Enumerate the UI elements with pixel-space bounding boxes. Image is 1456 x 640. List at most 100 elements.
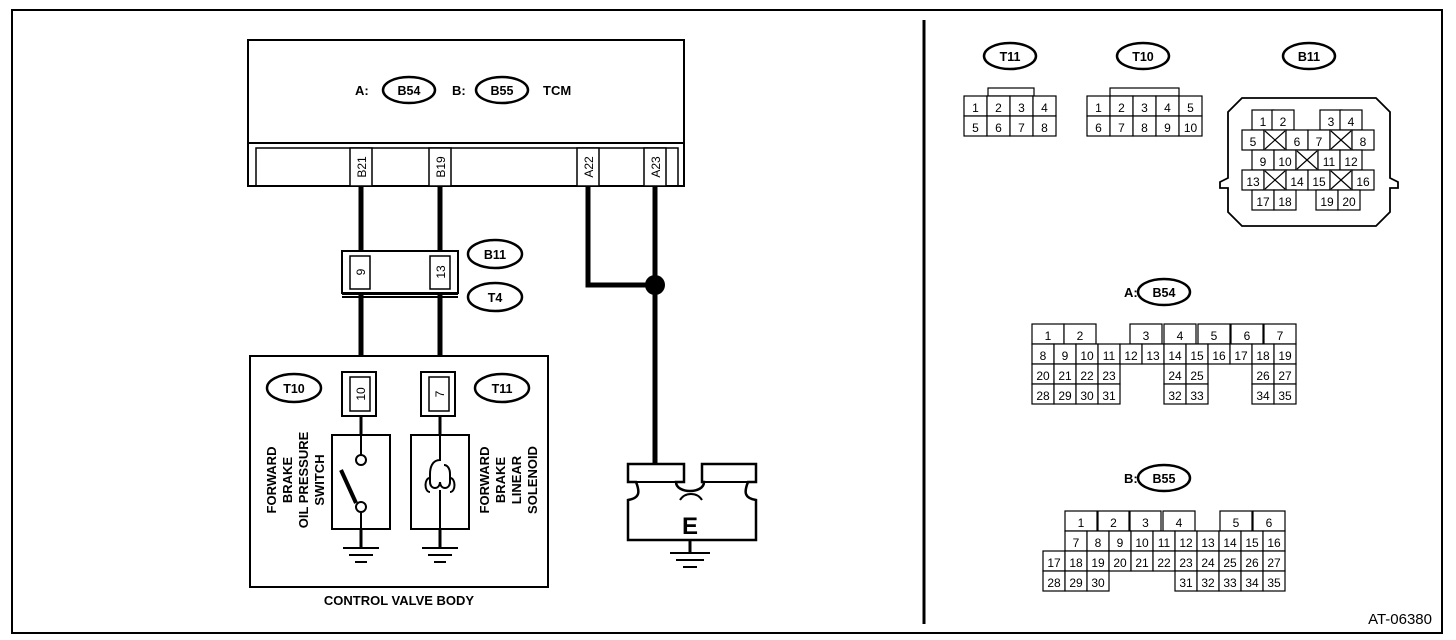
b54-pin-31-label: 31: [1102, 389, 1116, 403]
t10-pin-8-label: 8: [1141, 121, 1148, 135]
b55-pin-35-label: 35: [1267, 576, 1281, 590]
b54-pin-33-label: 33: [1190, 389, 1204, 403]
b55-pin-29-label: 29: [1069, 576, 1083, 590]
b54-pin-23-label: 23: [1102, 369, 1116, 383]
ground-e: E: [626, 462, 758, 568]
t10-pin-10: [1178, 115, 1203, 137]
b11-pin-18-label: 18: [1278, 195, 1292, 209]
t10-view-code: T10: [1132, 50, 1154, 64]
inline-code-b11: B11: [484, 248, 506, 262]
t11-pin-2-label: 2: [995, 101, 1002, 115]
b54-pin-14-label: 14: [1168, 349, 1182, 363]
b54-pin-6-label: 6: [1244, 329, 1251, 343]
b54-view-oval: [1136, 277, 1192, 307]
control-valve-body: T10 T11 10 7: [249, 355, 549, 588]
tcm-conn-a-prefix: A:: [355, 83, 369, 98]
outer-frame: [11, 9, 1443, 634]
b55-pin-33-label: 33: [1223, 576, 1237, 590]
b54-pin-15-label: 15: [1190, 349, 1204, 363]
b54-pin-34-label: 34: [1256, 389, 1270, 403]
solenoid-label-line-3: LINEAR: [509, 455, 524, 504]
b54-pin-9-label: 9: [1062, 349, 1069, 363]
b11-pin-7-label: 7: [1316, 135, 1323, 149]
b55-pin-27-label: 27: [1267, 556, 1281, 570]
b54-pin-4-label: 4: [1177, 329, 1184, 343]
tcm-conn-b-prefix: B:: [452, 83, 466, 98]
b11-pin-11-label: 11: [1323, 155, 1336, 169]
b55-view-oval: [1136, 463, 1192, 493]
b11-pin-20: [1337, 189, 1361, 211]
b55-pin-12-label: 12: [1179, 536, 1193, 550]
b55-pin-9-label: 9: [1117, 536, 1124, 550]
switch-label-line-3: OIL PRESSURE: [296, 431, 311, 528]
b11-pin-19-label: 19: [1320, 195, 1334, 209]
b11-pin-15-label: 15: [1312, 175, 1326, 189]
b54-pin-17-label: 17: [1234, 349, 1248, 363]
cvb-code-t10: T10: [283, 382, 305, 396]
b54-pin-31: [1097, 383, 1121, 405]
b55-pin-25-label: 25: [1223, 556, 1237, 570]
cvb-code-t10-oval: [265, 372, 323, 404]
splice-point: [645, 275, 665, 295]
b11-pin-2-label: 2: [1280, 115, 1287, 129]
cvb-code-t11-oval: [473, 372, 531, 404]
b54-pin-24-label: 24: [1168, 369, 1182, 383]
b55-pin-15-label: 15: [1245, 536, 1259, 550]
b54-pin-11-label: 11: [1103, 349, 1116, 363]
b54-pin-8-label: 8: [1040, 349, 1047, 363]
b55-pin-22-label: 22: [1157, 556, 1171, 570]
b55-pin-26-label: 26: [1245, 556, 1259, 570]
inline-connector: 9 13 B11 T4: [341, 238, 524, 313]
tcm-conn-a-code: B54: [398, 84, 421, 98]
b55-pin-31-label: 31: [1179, 576, 1193, 590]
inline-pin-9: 9: [354, 268, 368, 275]
b54-pin-25-label: 25: [1190, 369, 1204, 383]
t10-pin-7-label: 7: [1118, 121, 1125, 135]
b11-pin-8: [1351, 129, 1375, 151]
b54-pin-28-label: 28: [1036, 389, 1050, 403]
t10-pin-5-label: 5: [1187, 101, 1194, 115]
b54-pin-10-label: 10: [1080, 349, 1094, 363]
b55-pin-4-label: 4: [1176, 516, 1183, 530]
t11-pin-4-label: 4: [1041, 101, 1048, 115]
b55-pin-30-label: 30: [1091, 576, 1105, 590]
b54-pin-5-label: 5: [1211, 329, 1218, 343]
switch-label-line-2: BRAKE: [280, 457, 295, 504]
solenoid-ground-icon: [422, 547, 458, 563]
t11-pin-7-label: 7: [1018, 121, 1025, 135]
t10-pin-1-label: 1: [1095, 101, 1102, 115]
b54-pin-12-label: 12: [1124, 349, 1138, 363]
b54-pin-30-label: 30: [1080, 389, 1094, 403]
b55-pin-18-label: 18: [1069, 556, 1083, 570]
b54-pin-21-label: 21: [1058, 369, 1072, 383]
b11-pin-8-label: 8: [1360, 135, 1367, 149]
b55-pin-35: [1262, 570, 1286, 592]
b55-pin-2-label: 2: [1110, 516, 1117, 530]
b55-pin-10-label: 10: [1135, 536, 1149, 550]
b55-pin-21-label: 21: [1135, 556, 1149, 570]
t10-pin-9-label: 9: [1164, 121, 1171, 135]
b54-pin-13-label: 13: [1146, 349, 1160, 363]
tcm-conn-b-code: B55: [491, 84, 514, 98]
b11-pin-blank-1-4-blank-icon-2: [1330, 130, 1352, 150]
b11-pin-13-label: 13: [1246, 175, 1260, 189]
t10-view-oval: [1115, 41, 1171, 71]
b11-pin-6-label: 6: [1294, 135, 1301, 149]
b11-pin-14-label: 14: [1290, 175, 1304, 189]
switch-label-line-1: FORWARD: [264, 447, 279, 514]
switch-label-line-4: SWITCH: [312, 454, 327, 505]
control-valve-body-label: CONTROL VALVE BODY: [324, 593, 475, 608]
b11-pin-16-label: 16: [1356, 175, 1370, 189]
b55-pin-16-label: 16: [1267, 536, 1281, 550]
b54-pin-20-label: 20: [1036, 369, 1050, 383]
b11-pin-16: [1351, 169, 1375, 191]
t11-pin-3-label: 3: [1018, 101, 1025, 115]
b11-pin-17-label: 17: [1256, 195, 1270, 209]
ground-e-label: E: [682, 513, 698, 540]
b55-pin-8-label: 8: [1095, 536, 1102, 550]
b11-pin-blank-1-1-blank-icon-2: [1264, 130, 1286, 150]
tcm-pin-b19: B19: [434, 156, 448, 178]
inline-code-t4: T4: [488, 291, 503, 305]
b55-pin-24-label: 24: [1201, 556, 1215, 570]
